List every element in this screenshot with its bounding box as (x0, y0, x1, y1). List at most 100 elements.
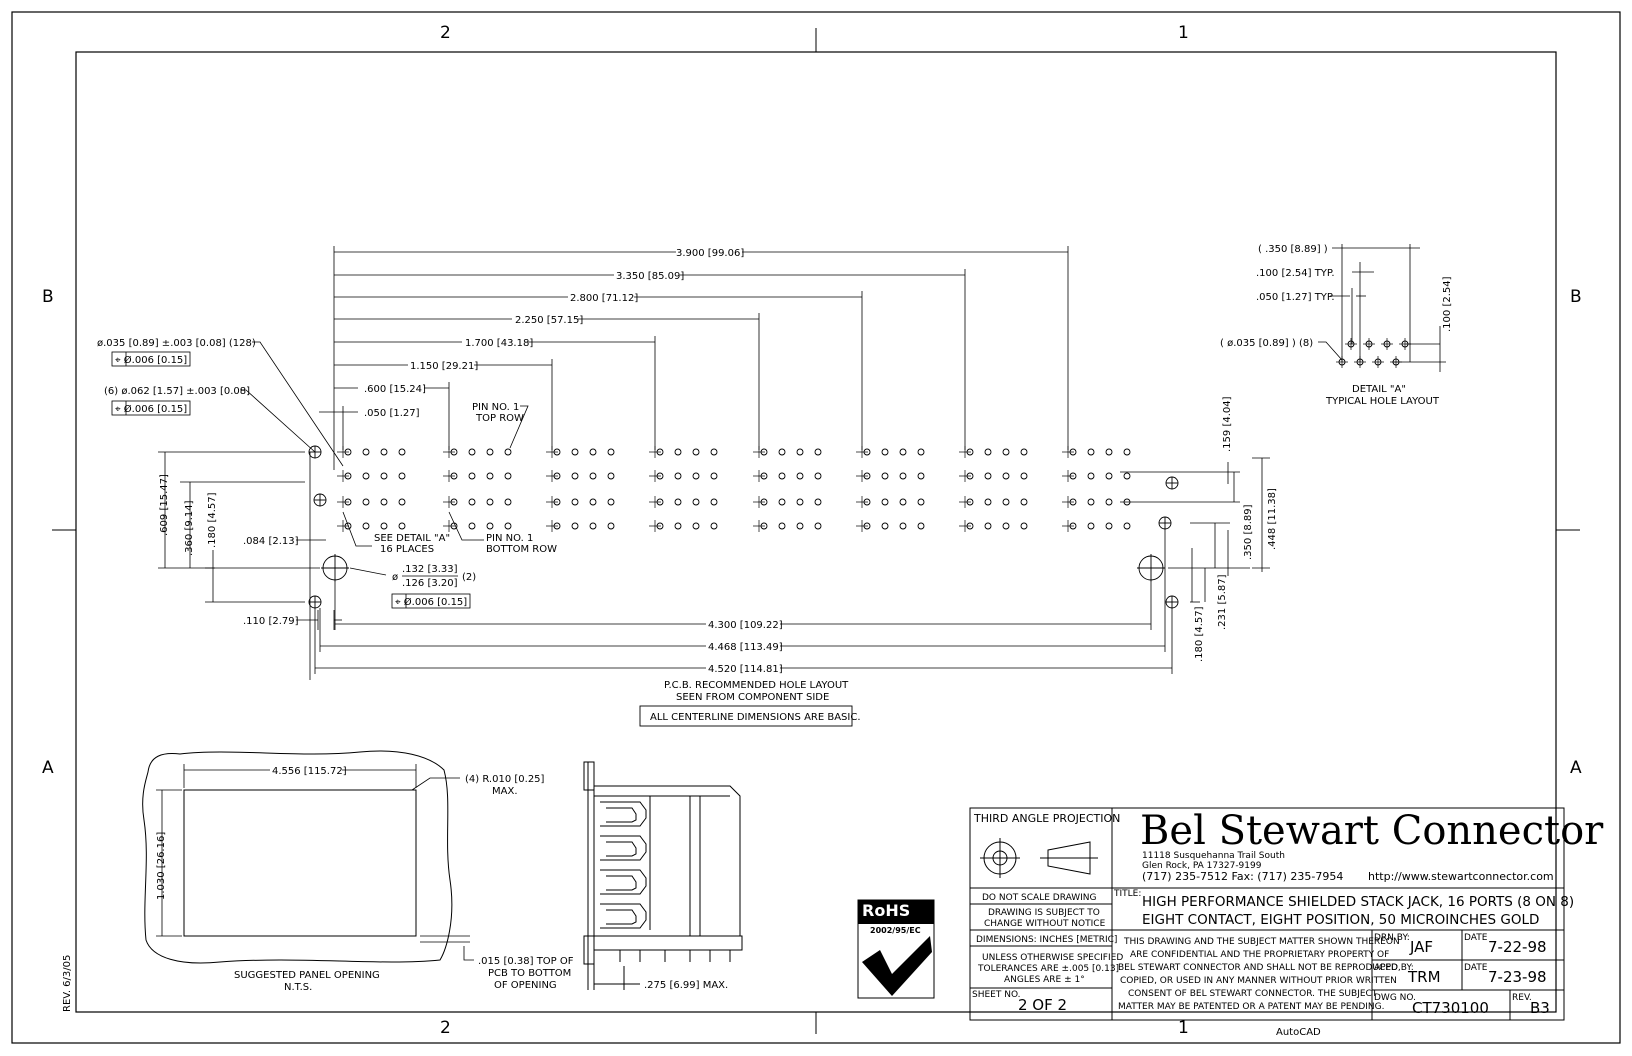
pin-hole (1020, 472, 1028, 480)
dim-180a: .180 [4.57] (207, 492, 218, 548)
dim-084: .084 [2.13] (243, 536, 299, 547)
tolerance-frame-1: ⌖ Ø.006 [0.15] (115, 354, 187, 366)
pin-hole (362, 498, 370, 506)
pin-hole (899, 472, 907, 480)
pin-hole (1087, 498, 1095, 506)
pin-hole (814, 522, 822, 530)
pin-hole (814, 472, 822, 480)
detail-a-dim-100-vertical: .100 [2.54] (1442, 276, 1453, 332)
detail-a-title: DETAIL "A" (1352, 384, 1406, 395)
pin-hole (674, 498, 682, 506)
outer-border (11, 11, 1621, 1044)
pin-hole (692, 448, 700, 456)
pin-hole (796, 448, 804, 456)
tolerance-frame-3: ⌖ Ø.006 [0.15] (395, 596, 467, 608)
zone-left-a: A (42, 758, 54, 778)
pin-hole (380, 448, 388, 456)
company-address-1: 11118 Susquehanna Trail South (1142, 851, 1285, 861)
pcb-top-note-1: .015 [0.38] TOP OF (478, 956, 574, 967)
pin-hole (362, 448, 370, 456)
confidential-1: THIS DRAWING AND THE SUBJECT MATTER SHOW… (1123, 937, 1400, 947)
panel-height-dim: 1.030 [26.16] (156, 832, 167, 900)
pin-hole (899, 498, 907, 506)
drawing-title-line-1: HIGH PERFORMANCE SHIELDED STACK JACK, 16… (1142, 894, 1574, 910)
callout-pin1-bottom: PIN NO. 1 (486, 533, 533, 544)
dim-1700: 1.700 [43.18] (465, 338, 533, 349)
pin-hole (504, 522, 512, 530)
pin-hole (814, 448, 822, 456)
panel-opening-nts: N.T.S. (284, 982, 312, 993)
pin-hole (589, 522, 597, 530)
basic-dimensions-note: ALL CENTERLINE DIMENSIONS ARE BASIC. (650, 712, 861, 723)
tolerance-frame-2: ⌖ Ø.006 [0.15] (115, 403, 187, 415)
pin-hole (710, 448, 718, 456)
zone-top-right: 1 (1178, 23, 1189, 43)
left-vertical-dims (158, 451, 342, 680)
confidential-2: ARE CONFIDENTIAL AND THE PROPRIETARY PRO… (1130, 950, 1389, 960)
pin-hole (1002, 498, 1010, 506)
pin-hole (778, 472, 786, 480)
pin-hole (1123, 472, 1131, 480)
pin-hole (917, 472, 925, 480)
drawn-by: JAF (1409, 938, 1433, 956)
dim-350-right: .350 [8.89] (1243, 504, 1254, 560)
company-url: http://www.stewartconnector.com (1368, 870, 1554, 883)
pin-hole (380, 522, 388, 530)
pin-hole (1105, 472, 1113, 480)
port-hole-groups (337, 446, 1131, 532)
callout-hole-062: (6) ø.062 [1.57] ±.003 [0.08] (104, 386, 250, 397)
zone-right-a: A (1570, 758, 1582, 778)
detail-a-drawing (1318, 244, 1446, 372)
pin-hole (984, 448, 992, 456)
detail-a-hole: ( ø.035 [0.89] ) (8) (1220, 338, 1313, 349)
pin-hole (814, 498, 822, 506)
pin-hole (571, 498, 579, 506)
company-phone: (717) 235-7512 Fax: (717) 235-7954 (1142, 870, 1343, 883)
pin-hole (468, 472, 476, 480)
drawing-title-line-2: EIGHT CONTACT, EIGHT POSITION, 50 MICROI… (1142, 912, 1539, 928)
projection-label: THIRD ANGLE PROJECTION (973, 812, 1120, 825)
dim-180b: .180 [4.57] (1194, 606, 1205, 662)
pin-hole (984, 522, 992, 530)
callout-hole-035: ø.035 [0.89] ±.003 [0.08] (128) (97, 338, 256, 349)
panel-radius-note: (4) R.010 [0.25] (465, 774, 545, 785)
pin-hole (571, 522, 579, 530)
pin-hole (380, 472, 388, 480)
drawing-number-label: DWG NO. (1374, 993, 1416, 1003)
confidential-5: CONSENT OF BEL STEWART CONNECTOR. THE SU… (1128, 989, 1378, 999)
pin-hole (692, 498, 700, 506)
revision-label: REV. (1512, 993, 1532, 1003)
pcb-layout-subtitle: SEEN FROM COMPONENT SIDE (676, 692, 829, 703)
autocad-label: AutoCAD (1276, 1027, 1321, 1038)
dim-448: .448 [11.38] (1267, 488, 1278, 550)
pin-hole (486, 522, 494, 530)
pin-hole (486, 448, 494, 456)
panel-opening-outline (142, 750, 453, 964)
dim-4520: 4.520 [114.81] (708, 664, 783, 675)
callout-hole-132-phi: ø (392, 572, 398, 583)
title-block (969, 807, 1565, 1021)
pin-hole (1105, 498, 1113, 506)
panel-width-dim: 4.556 [115.72] (272, 766, 347, 777)
pin-hole (398, 522, 406, 530)
pin-hole (710, 472, 718, 480)
dim-110: .110 [2.79] (243, 616, 299, 627)
rohs-logo: RoHS 2002/95/EC (857, 899, 935, 999)
side-revision-note: REV. 6/3/05 (62, 955, 73, 1012)
callout-hole-132-bottom: .126 [3.20] (402, 578, 458, 589)
pin-hole (1020, 448, 1028, 456)
pin-hole (917, 448, 925, 456)
pin-hole (380, 498, 388, 506)
callout-pin1-top: PIN NO. 1 (472, 402, 519, 413)
tolerance-note-1: UNLESS OTHERWISE SPECIFIED (982, 953, 1123, 963)
pin-hole (899, 522, 907, 530)
pin-hole (398, 472, 406, 480)
pin-hole (674, 522, 682, 530)
pin-hole (1020, 522, 1028, 530)
approved-by: TRM (1407, 968, 1441, 986)
pin-hole (486, 472, 494, 480)
pin-hole (881, 448, 889, 456)
dim-360: .360 [9.14] (184, 500, 195, 556)
confidential-6: MATTER MAY BE PATENTED OR A PATENT MAY B… (1118, 1002, 1384, 1012)
drawn-date: 7-22-98 (1488, 938, 1547, 956)
